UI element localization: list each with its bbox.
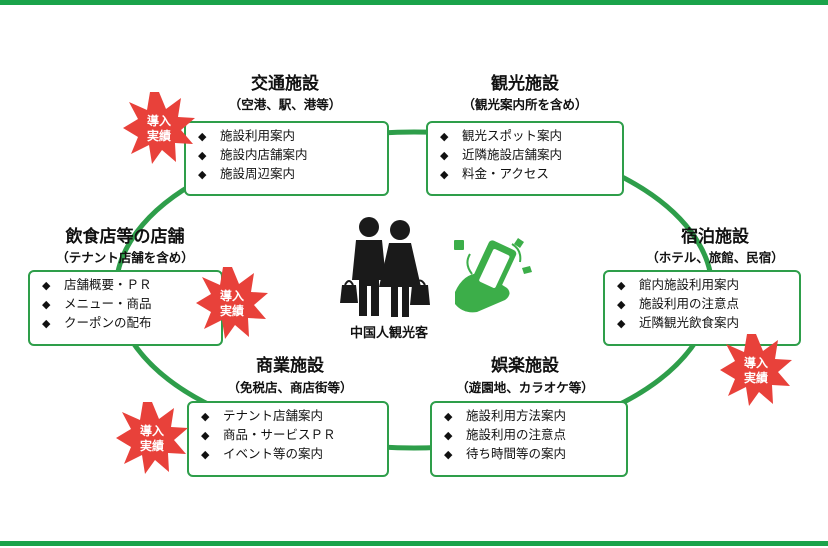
top-border (0, 0, 828, 5)
starburst-icon (720, 334, 792, 406)
list-item: ◆店舗概要・ＰＲ (42, 277, 152, 292)
transport-subtitle: （空港、駅、港等） (228, 97, 342, 112)
bottom-border (0, 541, 828, 546)
center-label: 中国人観光客 (349, 326, 428, 341)
food-subtitle: （テナント店舗を含め） (56, 250, 194, 265)
tourism-subtitle: （観光案内所を含め） (462, 97, 588, 112)
food-title: 飲食店等の店舗 (65, 227, 185, 247)
list-item: ◆施設周辺案内 (198, 166, 296, 181)
tourism-title: 観光施設 (491, 74, 559, 94)
list-item: ◆施設利用の注意点 (617, 296, 740, 311)
leisure-subtitle: （遊園地、カラオケ等） (456, 380, 594, 395)
badge-text: 導入実績 (743, 356, 768, 385)
list-item: ◆近隣観光飲食案内 (617, 315, 740, 330)
list-item: ◆料金・アクセス (440, 166, 549, 181)
tourism-box: ◆観光スポット案内 ◆近隣施設店舗案内 ◆料金・アクセス (426, 121, 624, 196)
badge-commerce: 導入実績 (114, 400, 190, 476)
badge-transport: 導入実績 (121, 90, 197, 166)
transport-title: 交通施設 (251, 74, 319, 94)
list-item: ◆施設内店舗案内 (198, 147, 308, 162)
lodging-box: ◆館内施設利用案内 ◆施設利用の注意点 ◆近隣観光飲食案内 (603, 270, 801, 346)
list-item: ◆近隣施設店舗案内 (440, 147, 563, 162)
commerce-title: 商業施設 (256, 356, 324, 376)
transport-box: ◆施設利用案内 ◆施設内店舗案内 ◆施設周辺案内 (184, 121, 389, 196)
lodging-subtitle: （ホテル、旅館、民宿） (646, 250, 784, 265)
badge-text: 導入実績 (219, 289, 244, 318)
leisure-box: ◆施設利用方法案内 ◆施設利用の注意点 ◆待ち時間等の案内 (430, 401, 628, 477)
list-item: ◆観光スポット案内 (440, 128, 563, 143)
lodging-title: 宿泊施設 (681, 227, 749, 247)
starburst-icon (123, 92, 195, 164)
list-item: ◆施設利用方法案内 (444, 408, 567, 423)
list-item: ◆館内施設利用案内 (617, 277, 740, 292)
list-item: ◆施設利用の注意点 (444, 427, 567, 442)
starburst-icon (196, 267, 268, 339)
list-item: ◆施設利用案内 (198, 128, 296, 143)
list-item: ◆メニュー・商品 (42, 296, 152, 311)
badge-text: 導入実績 (139, 424, 164, 453)
starburst-icon (116, 402, 188, 474)
list-item: ◆テナント店舗案内 (201, 408, 324, 423)
badge-food: 導入実績 (194, 265, 270, 341)
commerce-box: ◆テナント店舗案内 ◆商品・サービスＰＲ ◆イベント等の案内 (187, 401, 389, 477)
badge-lodging: 導入実績 (718, 332, 794, 408)
list-item: ◆待ち時間等の案内 (444, 446, 567, 461)
list-item: ◆クーポンの配布 (42, 315, 152, 330)
badge-text: 導入実績 (146, 114, 171, 143)
list-item: ◆イベント等の案内 (201, 446, 324, 461)
food-box: ◆店舗概要・ＰＲ ◆メニュー・商品 ◆クーポンの配布 (28, 270, 223, 346)
list-item: ◆商品・サービスＰＲ (201, 427, 336, 442)
leisure-title: 娯楽施設 (491, 356, 559, 376)
commerce-subtitle: （免税店、商店街等） (227, 380, 353, 395)
